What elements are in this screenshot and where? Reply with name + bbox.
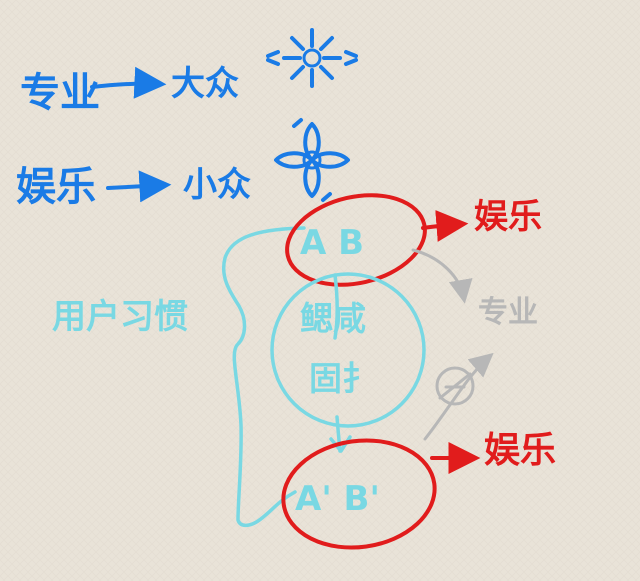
lower-bubble-side-label: 娱乐	[484, 430, 556, 471]
top-pair-1-right-label: 大众	[171, 64, 239, 104]
middle-bubble-line-2: 固扌	[309, 359, 375, 398]
starburst-icon	[266, 28, 358, 88]
user-habit-brace	[222, 226, 306, 528]
lower-bubble-text: A' B'	[295, 479, 380, 519]
top-pair-1: 专业 大众	[20, 28, 358, 116]
pinwheel-icon	[274, 118, 350, 202]
top-pair-2-arrow	[106, 170, 172, 203]
top-pair-2-right-label: 小众	[183, 165, 251, 205]
gray-arrow-upper	[411, 248, 473, 304]
blocked-icon	[435, 366, 475, 406]
top-pair-2: 娱乐 小众	[16, 118, 350, 210]
middle-bubble-line-1: 鳃咸	[300, 299, 366, 338]
top-pair-1-arrow	[90, 66, 167, 99]
gray-upper-target-label: 专业	[478, 295, 538, 330]
upper-bubble-text: A B	[300, 223, 364, 263]
gray-arrow-lower	[423, 352, 494, 441]
lower-bubble-outline	[281, 438, 437, 550]
top-pair-2-left-label: 娱乐	[16, 164, 96, 210]
left-cluster-label: 用户习惯	[52, 297, 188, 337]
top-pair-1-left-label: 专业	[20, 70, 100, 116]
upper-bubble-outline	[285, 193, 427, 287]
upper-to-middle-link	[333, 273, 339, 340]
middle-bubble-outline	[270, 272, 426, 428]
upper-bubble-side-label: 娱乐	[474, 197, 542, 237]
upper-bubble-arrow	[421, 210, 469, 242]
